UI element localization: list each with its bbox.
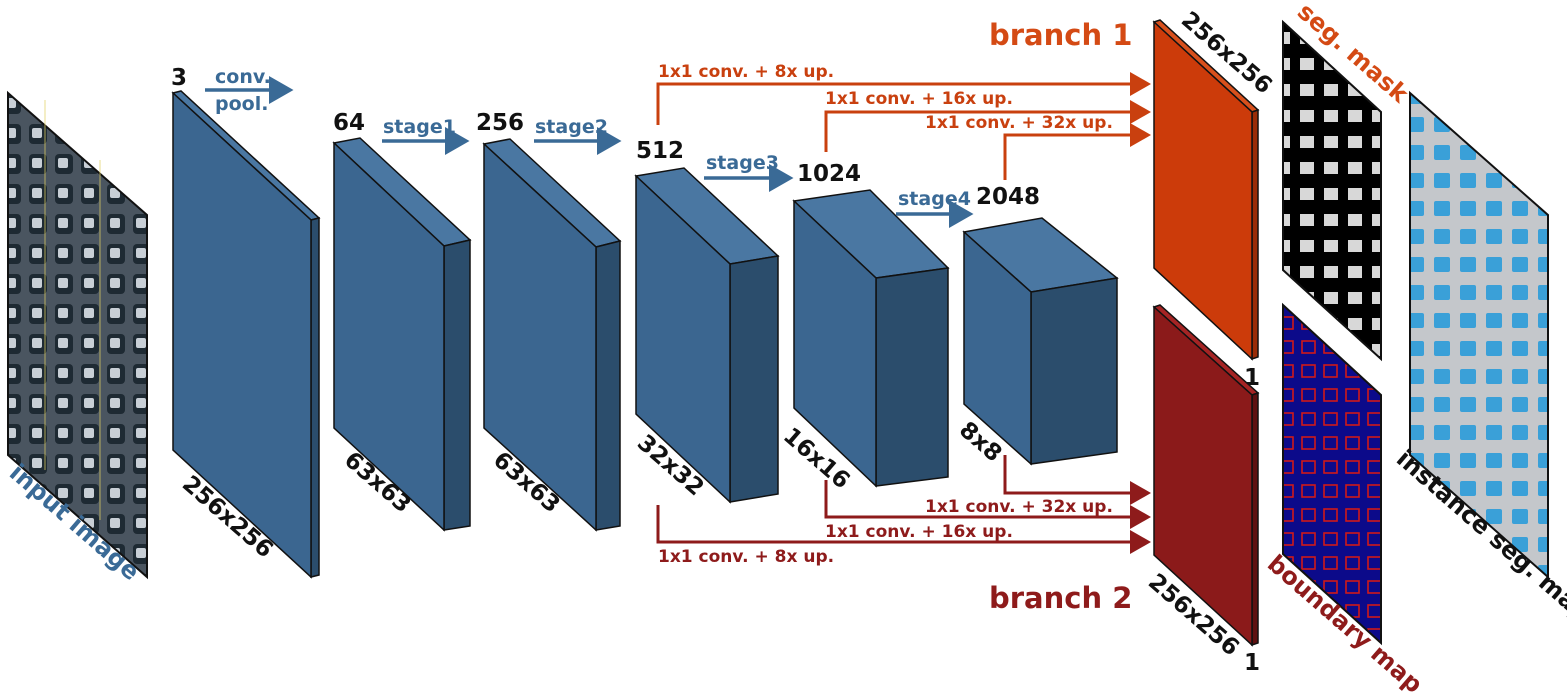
b1-path-16x (824, 100, 1151, 152)
feature-block-5 (792, 189, 950, 488)
stage4-label: stage4 (898, 188, 971, 210)
block3-channels: 256 (476, 110, 524, 136)
boundary-map-image (1282, 302, 1382, 646)
conv-label: conv. (215, 66, 271, 88)
b2-path-16x-label: 1x1 conv. + 16x up. (825, 522, 1013, 542)
instance-seg-map-image (1409, 90, 1549, 580)
b2-path-32x (1003, 455, 1151, 505)
branch2-label: branch 2 (989, 581, 1132, 615)
seg-mask-image (1282, 19, 1382, 362)
b1-path-16x-label: 1x1 conv. + 16x up. (825, 89, 1013, 109)
feature-block-2 (332, 137, 472, 532)
branch1-label: branch 1 (989, 18, 1132, 52)
input-image (7, 90, 148, 580)
stage3-label: stage3 (706, 152, 779, 174)
b1-path-32x (1003, 123, 1151, 180)
b1-path-8x (656, 72, 1151, 125)
feature-block-6 (962, 217, 1119, 466)
b1-path-8x-label: 1x1 conv. + 8x up. (658, 62, 834, 82)
block2-channels: 64 (333, 110, 365, 136)
feature-block-3 (482, 138, 622, 532)
b1-path-32x-label: 1x1 conv. + 32x up. (925, 113, 1113, 133)
branch2-channels: 1 (1244, 650, 1260, 676)
stage1-label: stage1 (383, 116, 456, 138)
b2-path-32x-label: 1x1 conv. + 32x up. (925, 497, 1113, 517)
feature-block-1 (171, 90, 321, 579)
b2-path-8x (656, 505, 1151, 554)
block1-channels: 3 (171, 65, 187, 91)
feature-block-4 (634, 167, 780, 504)
branch2-output (1152, 304, 1260, 647)
pool-label: pool. (215, 93, 268, 115)
stage2-label: stage2 (535, 116, 608, 138)
block4-channels: 512 (636, 138, 684, 164)
b2-path-16x (824, 480, 1151, 529)
block5-channels: 1024 (797, 161, 861, 187)
branch1-output (1152, 19, 1260, 361)
block6-channels: 2048 (976, 184, 1040, 210)
b2-path-8x-label: 1x1 conv. + 8x up. (658, 547, 834, 567)
